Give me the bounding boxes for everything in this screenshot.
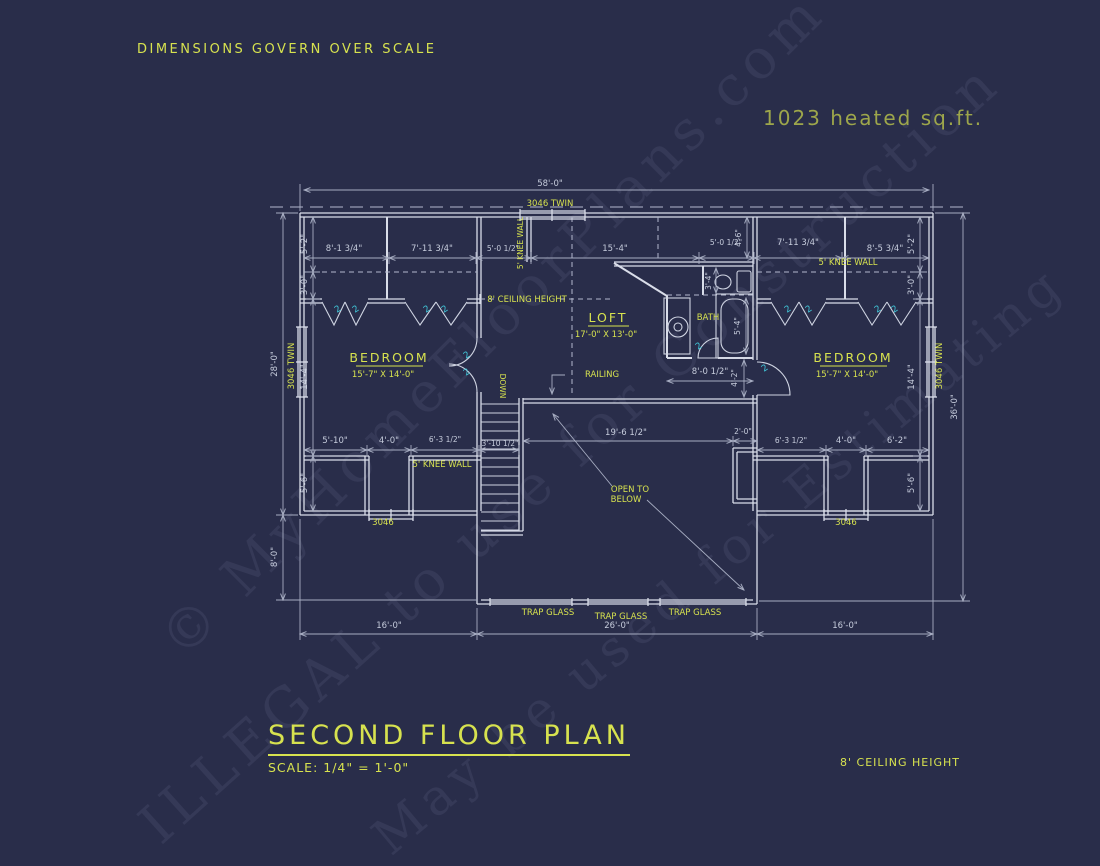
dim-knee-d: 6'-3 1/2" <box>775 436 807 445</box>
door-marker: 2 <box>333 304 343 315</box>
dim-bath-toilet: 3'-4" <box>704 272 713 290</box>
dim-bottom-center: 26'-0" <box>604 621 630 631</box>
dim-knee-b: 4'-0" <box>379 436 399 446</box>
trap-glass-2: TRAP GLASS <box>594 612 648 622</box>
window-3046-twin-top-label: 3046 TWIN <box>527 199 574 209</box>
dim-left-52: 5'-2" <box>300 234 310 254</box>
dashed-lines <box>304 217 929 396</box>
door-marker: 2 <box>873 304 883 315</box>
dim-left-144: 14'-4" <box>300 364 310 390</box>
dim-knee-f: 6'-2" <box>887 436 907 446</box>
toilet-icon <box>714 270 752 293</box>
window-3046-left-label: 3046 <box>372 518 394 528</box>
open-to-below-2: BELOW <box>611 495 642 505</box>
loft-label: LOFT <box>589 310 628 325</box>
dim-two-ft: 2'-0" <box>734 427 752 436</box>
window-3046-twin-left <box>296 326 308 398</box>
window-3046-right-label: 3046 <box>835 518 857 528</box>
knee-wall-right-top: 5' KNEE WALL <box>818 258 877 268</box>
loft-size: 17'-0" X 13'-0" <box>575 330 637 340</box>
bedroom-right-size: 15'-7" X 14'-0" <box>816 370 878 380</box>
dim-bottom-right: 16'-0" <box>832 621 858 631</box>
door-marker: 2 <box>440 304 450 315</box>
dim-bottom-left: 16'-0" <box>376 621 402 631</box>
dim-top-a: 8'-1 3/4" <box>326 244 363 254</box>
note-labels: 8' CEILING HEIGHT 5' KNEE WALL 5' KNEE W… <box>287 199 945 622</box>
door-marker: 2 <box>694 341 704 352</box>
dim-top-d: 5'-0 1/2" <box>710 238 742 247</box>
page-title: SECOND FLOOR PLAN <box>268 720 630 756</box>
dim-left-56: 5'-6" <box>300 473 310 493</box>
dim-knee-c: 6'-3 1/2" <box>429 435 461 444</box>
heated-area-label: 1023 heated sq.ft. <box>763 106 984 130</box>
door-marker: 2 <box>422 304 432 315</box>
bath-label: BATH <box>697 313 720 323</box>
dimension-labels: 58'-0" 8'-1 3/4" 7'-11 3/4" 5'-0 1/2" 15… <box>270 179 960 631</box>
door-arcs <box>321 301 917 396</box>
dim-knee-e: 4'-0" <box>836 436 856 446</box>
disclaimer-note: DIMENSIONS GOVERN OVER SCALE <box>137 42 437 57</box>
dim-top-b: 7'-11 3/4" <box>411 244 453 254</box>
knee-wall-left-vert: 5' KNEE WALL <box>516 216 525 269</box>
interior-walls <box>300 217 933 536</box>
window-3046-twin-left-label: 3046 TWIN <box>287 343 297 390</box>
door-size-markers: 2 2 2 2 2 2 2 2 2 2 2 2 <box>333 304 900 378</box>
door-marker: 2 <box>890 304 900 315</box>
door-marker: 2 <box>462 350 472 361</box>
bath-walls <box>613 261 753 359</box>
dim-knee-a: 5'-10" <box>322 436 348 446</box>
door-marker: 2 <box>804 304 814 315</box>
bedroom-left-label: BEDROOM <box>349 350 428 365</box>
dim-left-lower: 8'-0" <box>270 547 280 567</box>
trap-glass-1: TRAP GLASS <box>521 608 575 618</box>
leader-lines <box>552 374 744 590</box>
window-3046-twin-right-label: 3046 TWIN <box>935 343 945 390</box>
bedroom-right-label: BEDROOM <box>813 350 892 365</box>
door-marker: 2 <box>783 304 793 315</box>
dimension-lines <box>276 184 970 640</box>
dim-tub: 5'-4" <box>733 317 742 335</box>
window-3046-twin-right <box>925 326 937 398</box>
dim-right-height: 36'-0" <box>950 394 960 420</box>
dim-bath-entry: 4'-6" <box>734 229 743 247</box>
trap-glass-windows <box>489 598 747 606</box>
dim-right-56: 5'-6" <box>907 473 917 493</box>
open-to-below-1: OPEN TO <box>611 485 649 495</box>
door-marker: 2 <box>351 304 361 315</box>
railing-label: RAILING <box>585 370 619 380</box>
ceiling-height-label: 8' CEILING HEIGHT <box>487 295 567 305</box>
knee-wall-left-wing: 5' KNEE WALL <box>412 460 471 470</box>
door-marker: 2 <box>760 363 770 374</box>
window-3046-twin-top <box>519 209 586 221</box>
vanity-sink-icon <box>663 297 691 355</box>
dim-right-52: 5'-2" <box>907 234 917 254</box>
trap-glass-3: TRAP GLASS <box>668 608 722 618</box>
dim-bath-width: 8'-0 1/2" <box>692 367 729 377</box>
dim-stair-width: 3'-10 1/2" <box>482 439 519 448</box>
window-3046-right <box>823 509 869 521</box>
dim-door-right: 4'-2" <box>730 369 739 387</box>
floor-plan-drawing: 58'-0" 8'-1 3/4" 7'-11 3/4" 5'-0 1/2" 15… <box>270 179 970 640</box>
bedroom-left-size: 15'-7" X 14'-0" <box>352 370 414 380</box>
down-label: DOWN <box>498 374 507 399</box>
dim-top-f: 8'-5 3/4" <box>867 244 904 254</box>
dim-right-30: 3'-0" <box>907 275 917 295</box>
door-marker: 2 <box>462 367 472 378</box>
dim-top-e: 7'-11 3/4" <box>777 238 819 248</box>
stairs <box>481 403 519 531</box>
scale-note: SCALE: 1/4" = 1'-0" <box>268 760 410 775</box>
dim-left-height: 28'-0" <box>270 351 280 377</box>
dim-right-144: 14'-4" <box>907 364 917 390</box>
exterior-walls <box>270 206 963 605</box>
room-labels: BEDROOM 15'-7" X 14'-0" BEDROOM 15'-7" X… <box>349 310 892 380</box>
dim-top-center: 15'-4" <box>602 244 628 254</box>
dim-top-c: 5'-0 1/2" <box>487 244 519 253</box>
dim-open-width: 19'-6 1/2" <box>605 428 647 438</box>
dim-overall-width: 58'-0" <box>537 179 563 189</box>
ceiling-height-note: 8' CEILING HEIGHT <box>840 756 960 769</box>
dim-left-30: 3'-0" <box>300 275 310 295</box>
window-3046-left <box>368 509 414 521</box>
